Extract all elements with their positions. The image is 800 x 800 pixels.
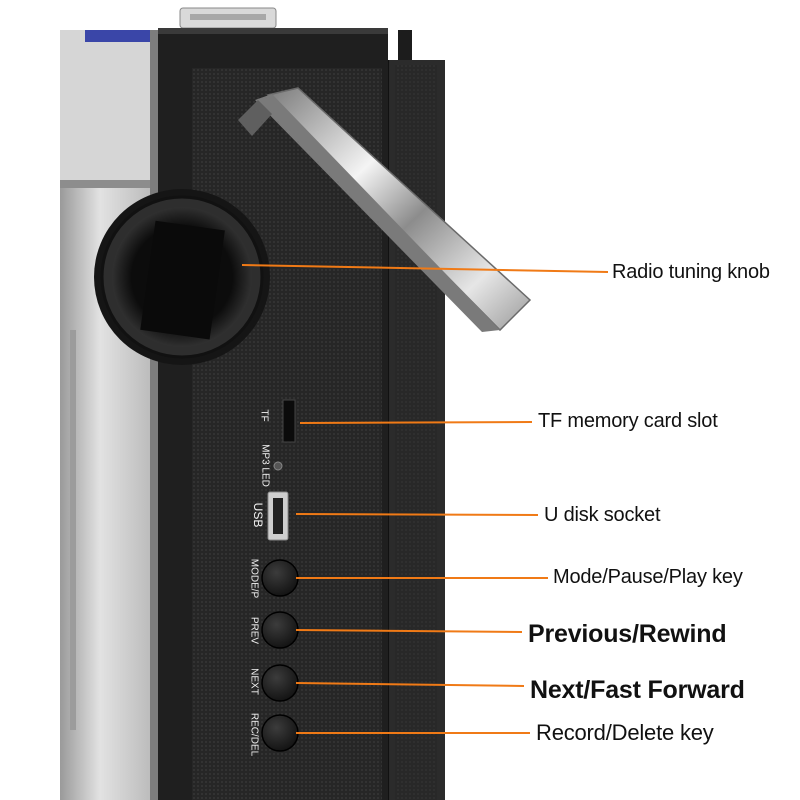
callout-tf-slot: TF memory card slot <box>538 410 718 432</box>
callout-next-key: Next/Fast Forward <box>530 676 745 704</box>
panel-label-prev: PREV <box>248 616 260 645</box>
leader-lines <box>241 264 609 734</box>
mode-pause-play-button[interactable] <box>261 559 299 597</box>
callout-prev-key: Previous/Rewind <box>528 620 727 648</box>
tuning-knob <box>94 189 270 365</box>
callout-tuning-knob: Radio tuning knob <box>612 261 770 283</box>
panel-label-tf: TF <box>258 409 270 422</box>
mp3-led-indicator <box>273 461 283 471</box>
callout-mode-key: Mode/Pause/Play key <box>553 566 743 588</box>
leader-tf-slot <box>299 421 533 424</box>
callout-u-disk: U disk socket <box>544 504 661 526</box>
panel-label-mode: MODE/P <box>248 558 260 599</box>
usb-socket <box>267 491 289 541</box>
leader-prev-key <box>295 629 523 633</box>
record-delete-button[interactable] <box>261 714 299 752</box>
next-fast-forward-button[interactable] <box>261 664 299 702</box>
panel-label-next: NEXT <box>248 668 260 695</box>
leader-u-disk <box>295 513 539 516</box>
panel-label-rec: REC/DEL <box>248 712 260 757</box>
leader-tuning-knob <box>241 264 609 273</box>
panel-label-usb: USB <box>251 502 265 528</box>
previous-rewind-button[interactable] <box>261 611 299 649</box>
panel-label-mp3-led: MP3 LED <box>259 444 271 487</box>
silver-front-body <box>60 30 160 800</box>
callout-record-key: Record/Delete key <box>536 720 714 745</box>
tf-slot <box>282 399 296 443</box>
rear-housing <box>385 60 445 800</box>
leader-next-key <box>295 682 525 687</box>
